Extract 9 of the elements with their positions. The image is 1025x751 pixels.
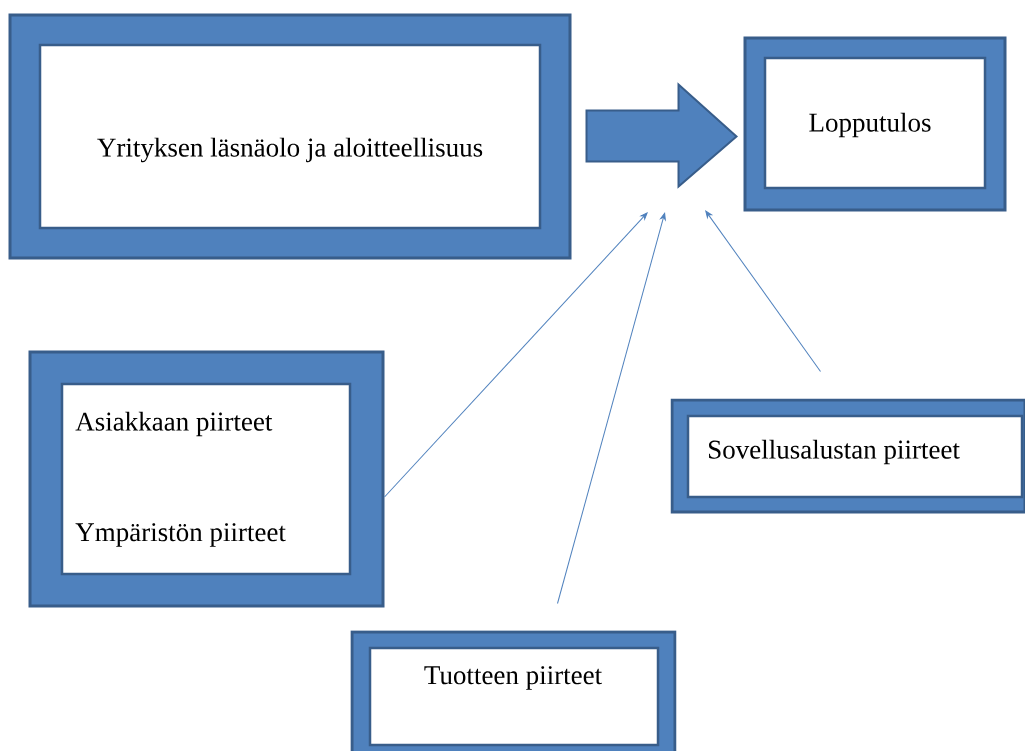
framed-box: Lopputulos [743, 36, 1007, 212]
arrow [557, 212, 666, 604]
arrow [705, 210, 821, 372]
framed-box: Sovellusalustan piirteet [670, 398, 1025, 514]
framed-box: Tuotteen piirteet [350, 630, 677, 751]
arrow [384, 212, 648, 498]
block-arrow [585, 82, 739, 189]
framed-box: Yrityksen läsnäolo ja aloitteellisuus [8, 13, 572, 260]
framed-box: Asiakkaan piirteet Ympäristön piirteet [28, 350, 385, 608]
